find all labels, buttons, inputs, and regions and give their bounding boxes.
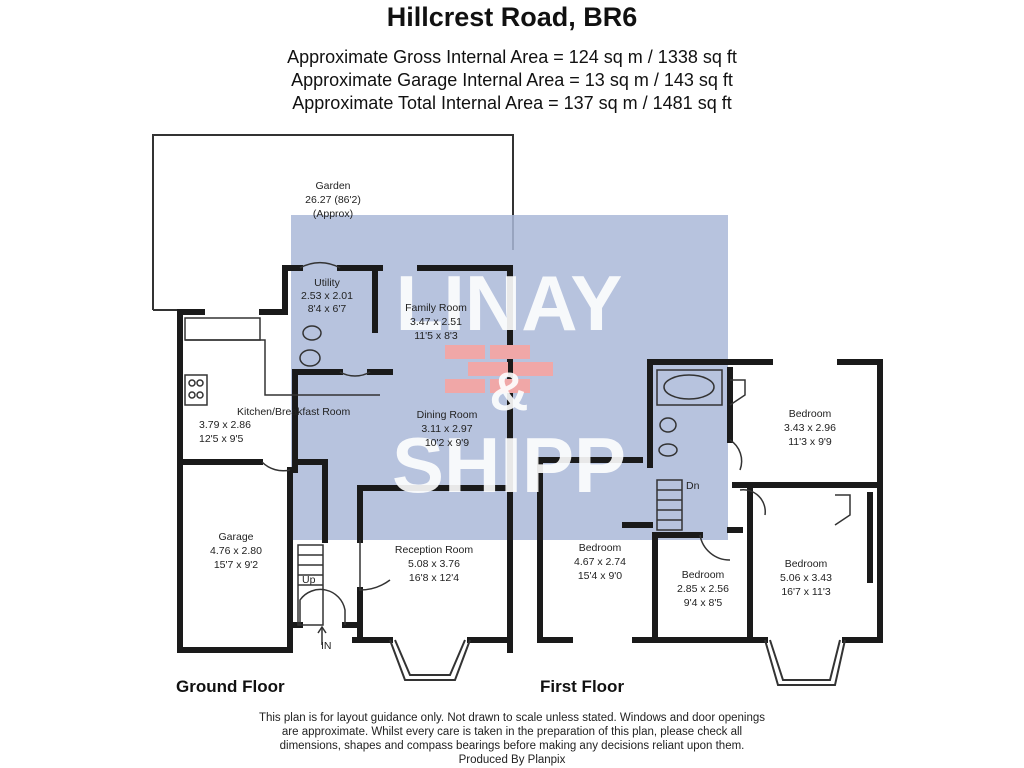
kitchen-metric: 3.79 x 2.86	[199, 419, 251, 431]
family-metric: 3.47 x 2.51	[410, 316, 462, 328]
room-label-reception: Reception Room 5.08 x 3.76 16'8 x 12'4	[395, 544, 473, 584]
room-label-dining: Dining Room 3.11 x 2.97 10'2 x 9'9	[417, 409, 478, 449]
garden-metric: 26.27 (86'2)	[305, 194, 361, 206]
watermark-brick	[490, 379, 530, 393]
room-label-kitchen: Kitchen/Breakfast Room 3.79 x 2.86 12'5 …	[199, 406, 350, 445]
room-label-garage: Garage 4.76 x 2.80 15'7 x 9'2	[210, 531, 262, 571]
ground-floor-label: Ground Floor	[176, 677, 285, 696]
plan-title: Hillcrest Road, BR6	[386, 2, 638, 32]
room-label-bedroom-middle: Bedroom 2.85 x 2.56 9'4 x 8'5	[677, 569, 729, 609]
ground-floor-fixtures	[184, 261, 391, 645]
first-floor-label: First Floor	[540, 677, 625, 696]
stairs-up-label: Up	[302, 574, 316, 586]
watermark-brick	[468, 362, 508, 376]
bed-m-name: Bedroom	[682, 569, 725, 581]
watermark-logo: LINAY & SHIPP	[392, 259, 626, 509]
bed-r-name: Bedroom	[785, 558, 828, 570]
room-label-family: Family Room 3.47 x 2.51 11'5 x 8'3	[405, 302, 467, 342]
utility-name: Utility	[314, 277, 340, 289]
bed-tr-name: Bedroom	[789, 408, 832, 420]
stairs-down-label: Dn	[686, 480, 700, 492]
entrance-in-label: IN	[321, 640, 332, 652]
kitchen-name: Kitchen/Breakfast Room	[237, 406, 350, 418]
watermark-brick	[445, 379, 485, 393]
ground-floor-walls	[177, 265, 513, 653]
room-label-bedroom-left: Bedroom 4.67 x 2.74 15'4 x 9'0	[574, 542, 626, 582]
dining-metric: 3.11 x 2.97	[421, 423, 472, 435]
disclaimer: This plan is for layout guidance only. N…	[0, 711, 1024, 767]
bed-r-metric: 5.06 x 3.43	[780, 572, 832, 584]
reception-metric: 5.08 x 3.76	[408, 558, 460, 570]
garage-area-line: Approximate Garage Internal Area = 13 sq…	[291, 70, 733, 90]
family-name: Family Room	[405, 302, 467, 314]
room-label-garden: Garden 26.27 (86'2) (Approx)	[305, 180, 361, 220]
bed-m-metric: 2.85 x 2.56	[677, 583, 729, 595]
garden-name: Garden	[315, 180, 350, 192]
reception-name: Reception Room	[395, 544, 473, 556]
room-label-bedroom-right: Bedroom 5.06 x 3.43 16'7 x 11'3	[780, 558, 832, 598]
total-area-line: Approximate Total Internal Area = 137 sq…	[292, 93, 732, 113]
ground-bay-window	[389, 639, 471, 681]
first-floor-fixtures	[656, 369, 851, 561]
garage-metric: 4.76 x 2.80	[210, 545, 262, 557]
garage-name: Garage	[218, 531, 253, 543]
bed-l-name: Bedroom	[579, 542, 622, 554]
disclaimer-line-1: This plan is for layout guidance only. N…	[258, 712, 766, 724]
dining-name: Dining Room	[417, 409, 478, 421]
room-label-bedroom-top-right: Bedroom 3.43 x 2.96 11'3 x 9'9	[784, 408, 836, 448]
bed-l-imperial: 15'4 x 9'0	[578, 570, 622, 582]
garden-outline	[152, 134, 514, 311]
disclaimer-line-2: are approximate. Whilst every care is ta…	[281, 726, 743, 738]
garden-imperial: (Approx)	[313, 208, 353, 220]
dining-imperial: 10'2 x 9'9	[425, 437, 469, 449]
bed-tr-imperial: 11'3 x 9'9	[788, 436, 832, 448]
watermark-amp: &	[490, 362, 529, 422]
first-bay-window	[764, 639, 846, 686]
utility-imperial: 8'4 x 6'7	[308, 303, 347, 315]
utility-metric: 2.53 x 2.01	[301, 290, 353, 302]
watermark-brick	[490, 345, 530, 359]
bed-r-imperial: 16'7 x 11'3	[781, 586, 831, 598]
watermark-line1: LINAY	[396, 259, 623, 347]
room-label-utility: Utility 2.53 x 2.01 8'4 x 6'7	[301, 277, 353, 315]
kitchen-imperial: 12'5 x 9'5	[199, 433, 243, 445]
producer-credit: Produced By Planpix	[458, 754, 566, 766]
disclaimer-line-3: dimensions, shapes and compass bearings …	[279, 740, 745, 752]
reception-imperial: 16'8 x 12'4	[409, 572, 459, 584]
garage-imperial: 15'7 x 9'2	[214, 559, 258, 571]
bed-m-imperial: 9'4 x 8'5	[684, 597, 723, 609]
watermark-brick	[445, 345, 485, 359]
bed-tr-metric: 3.43 x 2.96	[784, 422, 836, 434]
watermark-line2: SHIPP	[392, 421, 626, 509]
gross-area-line: Approximate Gross Internal Area = 124 sq…	[287, 47, 737, 67]
bed-l-metric: 4.67 x 2.74	[574, 556, 626, 568]
family-imperial: 11'5 x 8'3	[414, 330, 458, 342]
area-summary: Approximate Gross Internal Area = 124 sq…	[0, 46, 1024, 115]
first-floor-walls	[537, 359, 883, 643]
watermark-brick	[513, 362, 553, 376]
